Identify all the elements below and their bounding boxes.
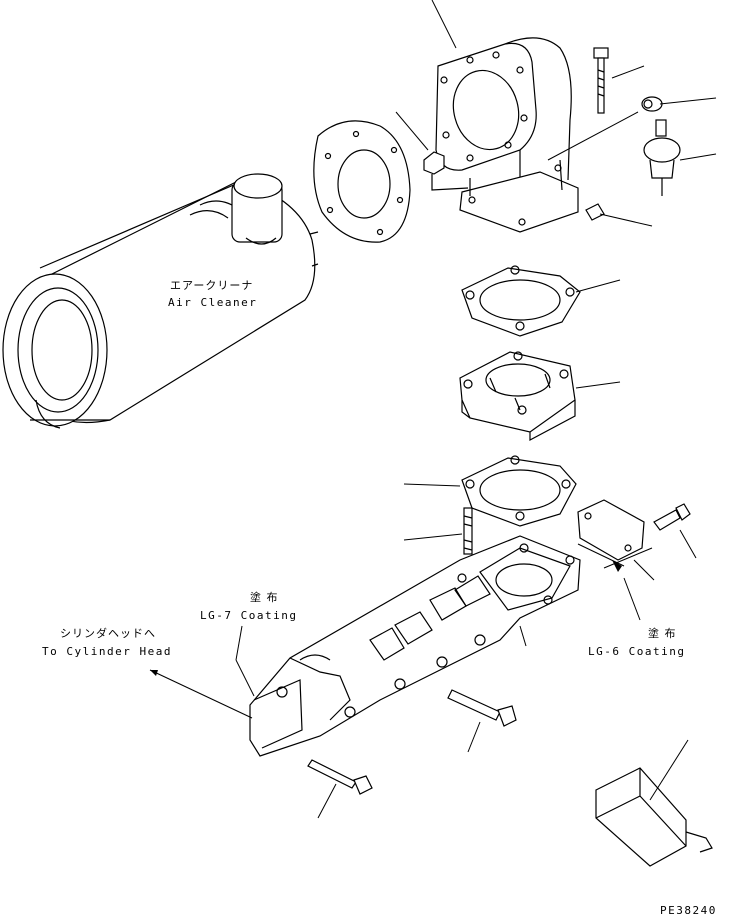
cylinder-head-label-jp: シリンダヘッドへ	[60, 626, 156, 640]
leader-lines	[149, 0, 717, 819]
cover-bolt	[653, 503, 691, 531]
drawing-number: PE38240	[660, 904, 717, 917]
cover-plate	[577, 499, 645, 561]
coating-label-left-jp: 塗 布	[250, 590, 279, 604]
sensor	[643, 119, 681, 196]
cylinder-head-label-en: To Cylinder Head	[42, 645, 172, 658]
stud-bolt	[463, 507, 473, 555]
manifold-bolt-right	[447, 689, 517, 727]
air-cleaner-label-jp: エアークリーナ	[170, 279, 253, 292]
manifold-bolt-left	[307, 759, 373, 795]
air-cleaner-label-en: Air Cleaner	[168, 296, 257, 309]
intake-elbow	[435, 37, 579, 233]
lower-gasket	[461, 455, 577, 527]
intake-manifold	[249, 535, 581, 757]
air-cleaner	[2, 173, 319, 429]
small-bolt	[585, 203, 605, 221]
intake-heater	[595, 767, 713, 867]
spacer-block	[459, 351, 576, 441]
elbow-bolt	[593, 47, 609, 114]
upper-gasket	[461, 265, 581, 337]
plug-fitting	[641, 96, 663, 112]
flange-gasket	[313, 120, 411, 243]
nut	[423, 151, 469, 191]
coating-label-right-en: LG-6 Coating	[588, 645, 685, 658]
coating-label-right-jp: 塗 布	[648, 626, 677, 640]
coating-label-left-en: LG-7 Coating	[200, 609, 297, 622]
